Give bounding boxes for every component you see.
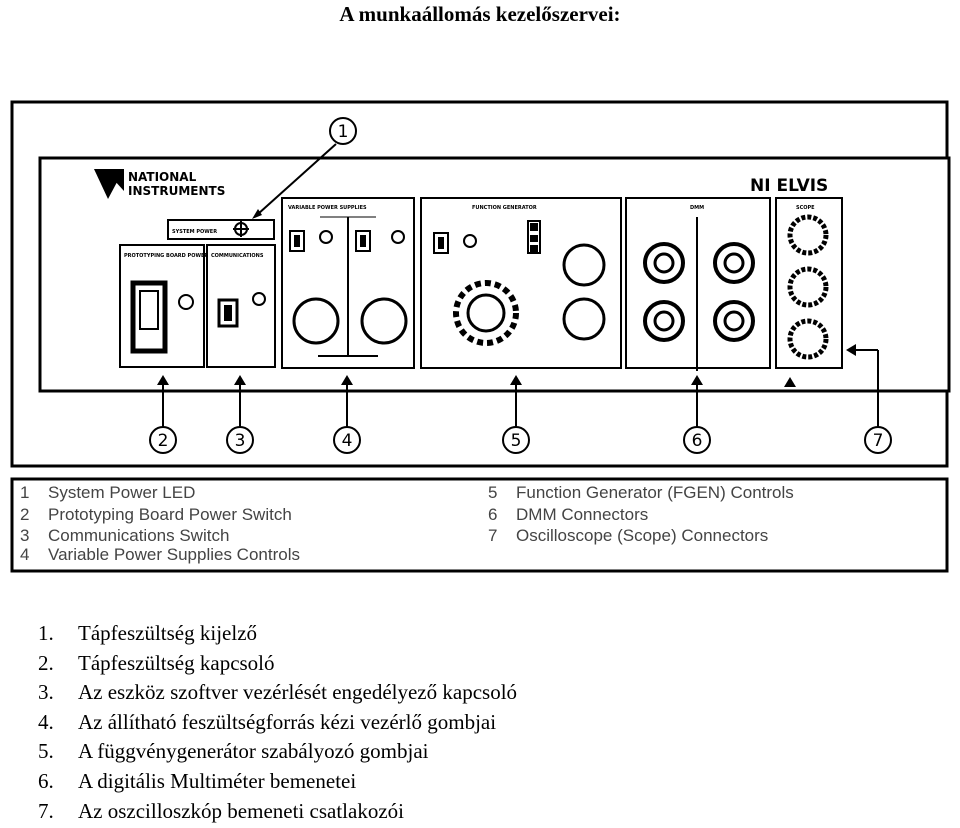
svg-text:3: 3: [235, 431, 246, 451]
scope-connector-1[interactable]: [787, 214, 829, 256]
front-panel-diagram: NATIONAL INSTRUMENTS NI ELVIS SYSTEM POW…: [10, 100, 951, 573]
legend-num-2: 2: [20, 505, 29, 524]
legend-text-6: DMM Connectors: [516, 505, 648, 524]
prototyping-power-switch[interactable]: [130, 280, 168, 354]
vps-plus-switch[interactable]: [355, 230, 371, 252]
svg-text:7: 7: [873, 431, 884, 451]
dmm-section: DMM: [625, 197, 771, 371]
callout-7: 7: [864, 426, 892, 454]
scope-label: SCOPE: [796, 205, 815, 211]
vps-plus-knob[interactable]: [360, 297, 408, 345]
legend-text-4: Variable Power Supplies Controls: [48, 545, 300, 564]
scope-section: SCOPE: [775, 197, 843, 387]
legend-text-2: Prototyping Board Power Switch: [48, 505, 292, 524]
instrument-panel: [38, 156, 951, 393]
dmm-connector-2[interactable]: [713, 242, 755, 284]
ni-logo: NATIONAL INSTRUMENTS: [94, 169, 225, 199]
legend-text-7: Oscilloscope (Scope) Connectors: [516, 526, 768, 545]
dmm-label: DMM: [690, 205, 704, 211]
list-item: 6.A digitális Multiméter bemenetei: [38, 768, 357, 793]
legend: 1 System Power LED 2 Prototyping Board P…: [20, 483, 794, 564]
vps-minus-switch[interactable]: [289, 230, 305, 252]
prototyping-board-power-section: PROTOTYPING BOARD POWER: [119, 244, 208, 368]
communications-section: COMMUNICATIONS: [206, 244, 276, 368]
legend-num-6: 6: [488, 505, 497, 524]
variable-power-label: VARIABLE POWER SUPPLIES: [288, 205, 367, 211]
fgen-amplitude-knob[interactable]: [562, 243, 606, 287]
product-name: NI ELVIS: [750, 176, 828, 196]
fgen-manual-switch[interactable]: [433, 232, 449, 254]
legend-num-1: 1: [20, 483, 29, 502]
svg-text:4: 4: [342, 431, 353, 451]
fgen-waveform-selector[interactable]: [527, 220, 541, 254]
list-item: 2.Tápfeszültség kapcsoló: [38, 650, 275, 675]
function-generator-label: FUNCTION GENERATOR: [472, 205, 537, 211]
list-item: 5.A függvénygenerátor szabályozó gombjai: [38, 739, 429, 764]
communications-label: COMMUNICATIONS: [211, 253, 264, 259]
function-generator-section: FUNCTION GENERATOR: [420, 197, 622, 369]
brand-line-2: INSTRUMENTS: [128, 184, 225, 198]
dmm-connector-4[interactable]: [713, 300, 755, 342]
callout-3: 3: [226, 426, 254, 454]
callout-leaders: [157, 143, 879, 427]
list-item: 1.Tápfeszültség kijelző: [38, 621, 258, 645]
svg-text:5: 5: [511, 431, 522, 451]
legend-text-1: System Power LED: [48, 483, 195, 502]
legend-num-7: 7: [488, 526, 497, 545]
callout-6: 6: [683, 426, 711, 454]
dmm-connector-3[interactable]: [643, 300, 685, 342]
callout-2: 2: [149, 426, 177, 454]
scope-connector-2[interactable]: [787, 266, 829, 308]
list-item: 3.Az eszköz szoftver vezérlését engedély…: [38, 680, 518, 705]
dmm-connector-1[interactable]: [643, 242, 685, 284]
legend-num-3: 3: [20, 526, 29, 545]
scope-connector-3[interactable]: [787, 318, 829, 360]
svg-text:2: 2: [158, 431, 169, 451]
system-power-led: SYSTEM POWER: [167, 219, 275, 240]
prototyping-power-label: PROTOTYPING BOARD POWER: [124, 253, 208, 259]
legend-num-4: 4: [20, 545, 29, 564]
legend-num-5: 5: [488, 483, 497, 502]
fgen-fine-knob[interactable]: [562, 297, 606, 341]
callout-4: 4: [333, 426, 361, 454]
prototyping-power-led: [178, 294, 194, 310]
fgen-frequency-knob[interactable]: [453, 280, 519, 346]
legend-frame: [10, 477, 949, 573]
communications-led: [252, 292, 266, 306]
control-description-list: 1.Tápfeszültség kijelző 2.Tápfeszültség …: [38, 619, 517, 826]
list-item: 4.Az állítható feszültségforrás kézi vez…: [38, 709, 497, 734]
legend-text-5: Function Generator (FGEN) Controls: [516, 483, 794, 502]
list-item: 7.Az oszcilloszkóp bemeneti csatlakozói: [38, 798, 404, 823]
page-title: A munkaállomás kezelőszervei:: [339, 2, 621, 26]
vps-minus-knob[interactable]: [292, 297, 340, 345]
svg-text:1: 1: [338, 122, 349, 142]
callout-5: 5: [502, 426, 530, 454]
brand-line-1: NATIONAL: [128, 170, 197, 184]
legend-text-3: Communications Switch: [48, 526, 229, 545]
callout-1: 1: [329, 117, 357, 145]
variable-power-supplies-section: VARIABLE POWER SUPPLIES: [281, 197, 415, 369]
svg-text:6: 6: [692, 431, 703, 451]
system-power-label: SYSTEM POWER: [172, 229, 217, 235]
communications-switch[interactable]: [217, 298, 239, 328]
